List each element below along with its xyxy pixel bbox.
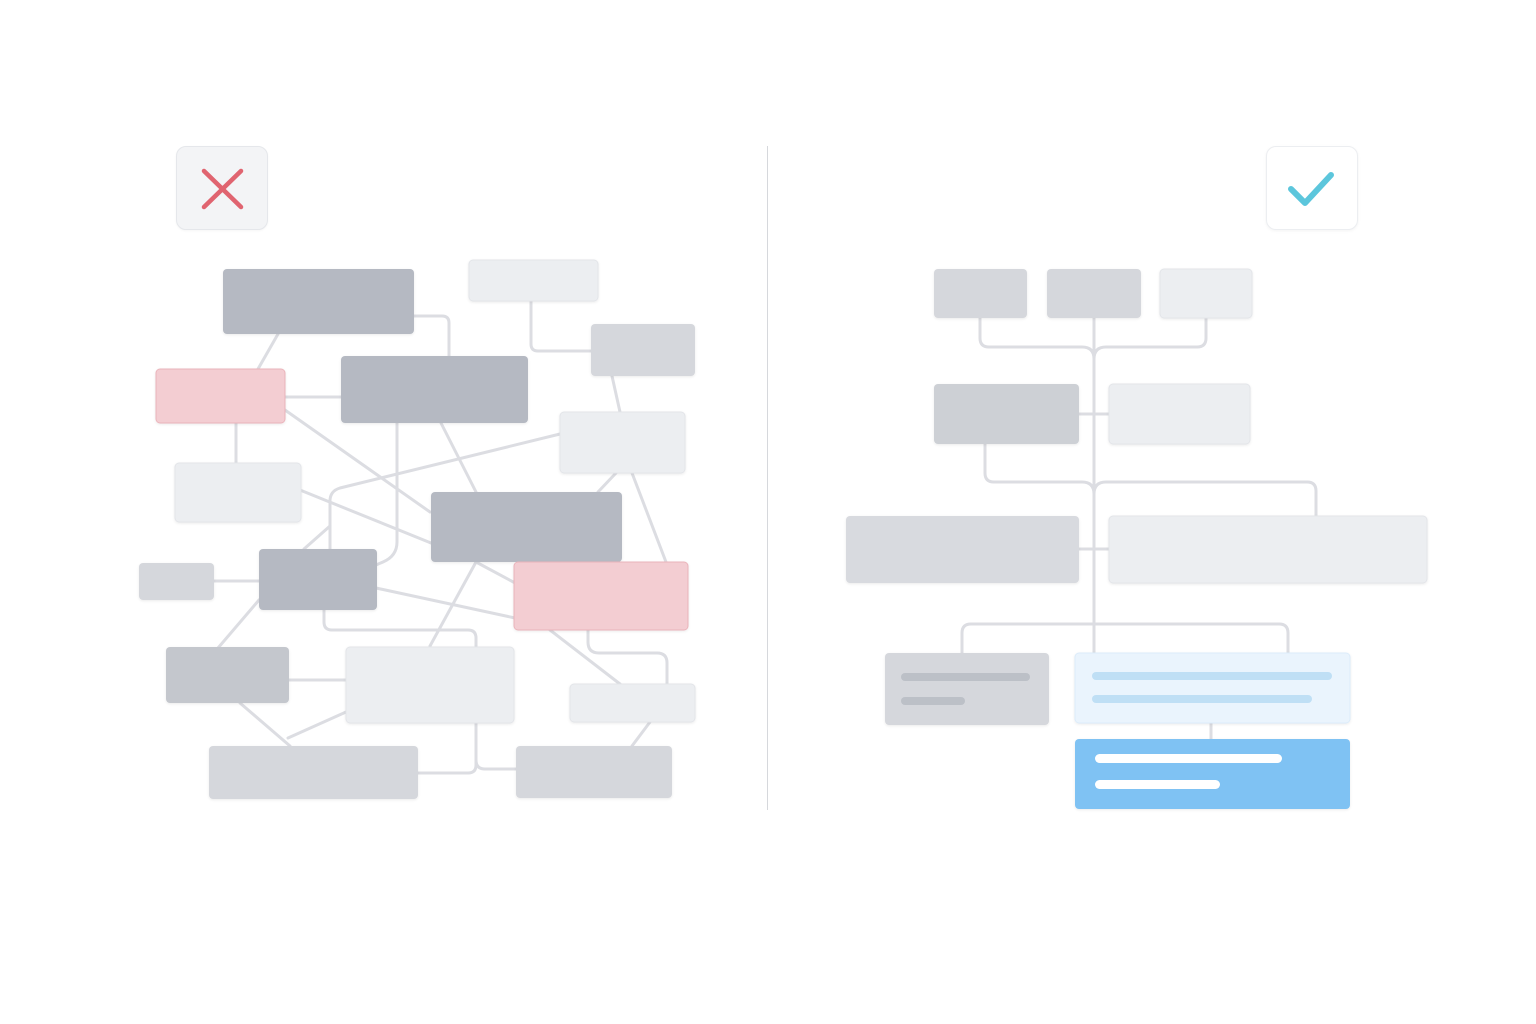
gray-card — [885, 653, 1049, 725]
node-box — [139, 563, 214, 600]
node-box — [591, 324, 695, 376]
node-box — [223, 269, 414, 334]
node-box — [1108, 383, 1251, 445]
node-box — [341, 356, 528, 423]
node-box — [846, 516, 1079, 583]
checkmark-icon — [1288, 172, 1334, 206]
panel-divider — [767, 146, 768, 810]
node-box — [934, 269, 1027, 318]
node-box — [934, 384, 1079, 444]
node-box — [569, 683, 696, 723]
selected-card-line — [1095, 780, 1220, 789]
gray-card-line — [901, 673, 1030, 681]
highlight-card-line — [1092, 672, 1332, 680]
node-box — [431, 492, 622, 562]
cross-icon — [201, 168, 244, 210]
tangled-connectors — [212, 299, 669, 775]
gray-card-box — [885, 653, 1049, 725]
node-box — [468, 259, 599, 302]
selected-card — [1075, 739, 1350, 809]
node-box — [345, 646, 515, 724]
node-box — [1159, 268, 1253, 319]
node-box — [209, 746, 418, 799]
highlight-card-line — [1092, 695, 1312, 703]
selected-card-line — [1095, 754, 1282, 763]
error-node — [155, 368, 286, 424]
node-box — [1108, 515, 1428, 584]
node-box — [166, 647, 289, 703]
tangled-nodes — [139, 259, 696, 799]
highlight-card-box — [1074, 652, 1351, 724]
tree-nodes — [846, 268, 1428, 584]
highlight-card — [1074, 652, 1351, 724]
node-box — [174, 462, 302, 523]
node-box — [559, 411, 686, 474]
node-box — [259, 549, 377, 610]
error-node — [513, 561, 689, 631]
bad-badge — [176, 146, 268, 230]
node-box — [516, 746, 672, 798]
selected-card-box — [1075, 739, 1350, 809]
good-badge — [1266, 146, 1358, 230]
tree-connectors — [960, 316, 1318, 741]
node-box — [1047, 269, 1141, 318]
gray-card-line — [901, 697, 965, 705]
